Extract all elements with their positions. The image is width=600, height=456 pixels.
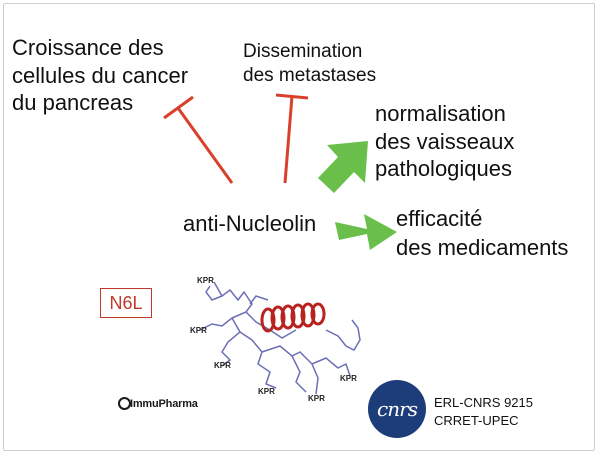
effect-efficacite: efficacité	[396, 206, 483, 231]
cnrs-logo-text: cnrs	[377, 397, 418, 421]
kpr-label: KPR	[197, 276, 214, 285]
inhibition-bar-dissemination	[275, 93, 309, 100]
effect-croissance-line3: du pancreas	[12, 90, 134, 115]
inhibition-line-dissemination	[283, 95, 294, 184]
effect-normalisation-line2: des vaisseaux	[375, 128, 515, 154]
kpr-label: KPR	[308, 394, 325, 403]
inhibition-bar-croissance	[163, 95, 194, 120]
effect-normalisation-line1: normalisation	[375, 101, 506, 126]
kpr-label: KPR	[340, 374, 357, 383]
compound-label: N6L	[109, 292, 143, 313]
molecule-helix	[260, 302, 326, 333]
effect-croissance-line2: cellules du cancer	[12, 62, 189, 88]
effect-croissance-line1: Croissance des	[12, 35, 164, 60]
molecule-structure	[199, 281, 361, 395]
affiliation: ERL-CNRS 9215 CRRET-UPEC	[434, 394, 533, 429]
effect-croissance: Croissance des cellules du cancer du pan…	[12, 34, 188, 117]
slide-frame	[3, 3, 595, 451]
affiliation-line1: ERL-CNRS 9215	[434, 395, 533, 410]
activation-arrow-efficacite	[335, 214, 397, 250]
effect-dissemination: Dissemination des metastases	[243, 40, 376, 88]
effect-normalisation: normalisation des vaisseaux pathologique…	[375, 100, 514, 183]
effect-normalisation-line3: pathologiques	[375, 156, 513, 181]
kpr-label: KPR	[190, 326, 207, 335]
center-label: anti-Nucleolin	[183, 211, 317, 236]
immupharma-logo-icon	[118, 397, 131, 410]
affiliation-line2: CRRET-UPEC	[434, 412, 519, 428]
effect-dissemination-line2: des metastases	[243, 64, 377, 86]
compound-label-box: N6L	[100, 288, 152, 318]
kpr-label: KPR	[258, 387, 275, 396]
activation-arrow-normalisation	[318, 141, 368, 193]
cnrs-logo: cnrs	[368, 380, 426, 438]
immupharma-logo: ImmuPharma	[130, 398, 198, 410]
inhibition-line-croissance	[176, 107, 234, 184]
effect-medicaments: des medicaments	[396, 235, 569, 260]
kpr-label: KPR	[214, 361, 231, 370]
effect-dissemination-line1: Dissemination	[243, 41, 363, 62]
